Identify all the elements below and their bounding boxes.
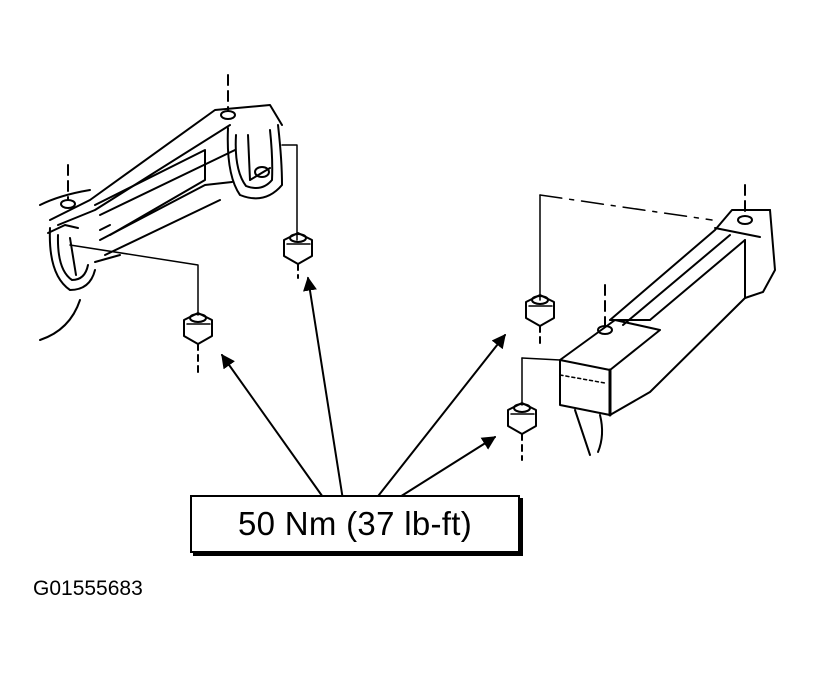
leader-arrow [374, 333, 506, 501]
hex-nut [183, 312, 213, 376]
hex-nut [283, 232, 313, 279]
leader-arrow [394, 436, 497, 501]
leader-arrow [303, 276, 344, 501]
torque-spec-text: 50 Nm (37 lb-ft) [237, 505, 473, 542]
left-mount-bracket [39, 74, 298, 341]
hex-nut [525, 294, 555, 346]
leader-arrow [221, 353, 326, 501]
torque-spec-label: 50 Nm (37 lb-ft) [190, 495, 520, 553]
right-mount-bracket [521, 184, 776, 456]
hex-nut [507, 402, 537, 461]
figure-id: G01555683 [33, 577, 143, 600]
